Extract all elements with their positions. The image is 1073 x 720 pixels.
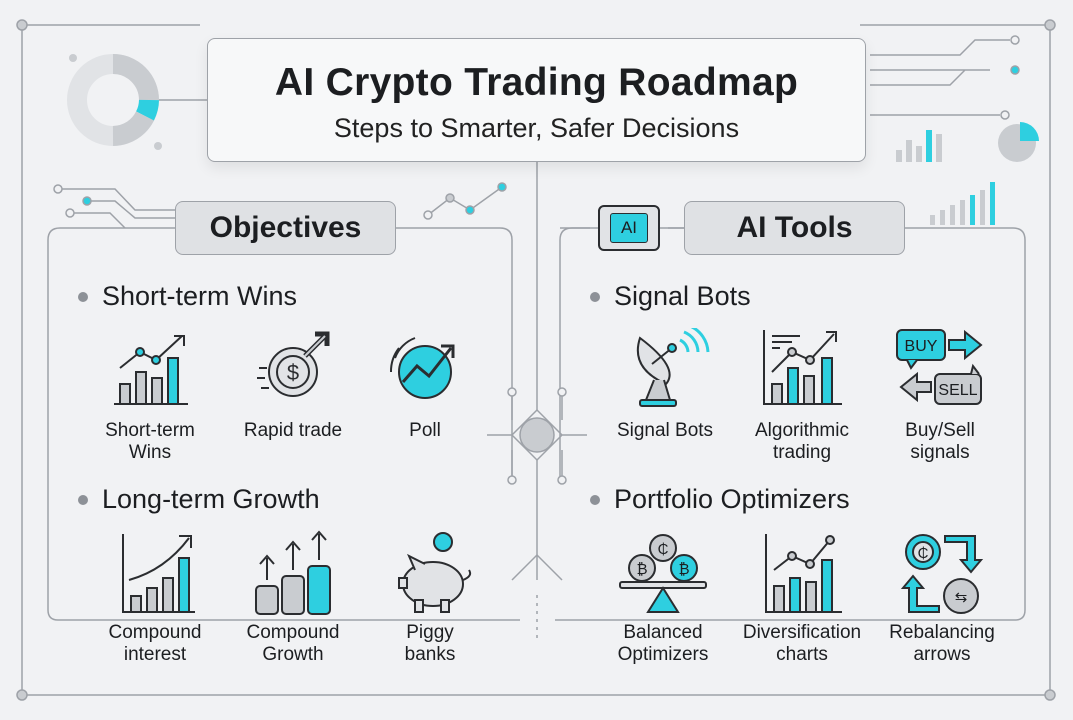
growth-chart-icon [122, 534, 195, 613]
objectives-pill: Objectives [175, 201, 396, 255]
svg-text:₿: ₿ [636, 561, 647, 578]
svg-text:₿: ₿ [678, 561, 689, 578]
item-rapid-trade: $ Rapid trade [228, 328, 358, 442]
ai-chip-icon: AI [598, 205, 660, 251]
svg-text:BUY: BUY [905, 338, 938, 355]
item-balanced-optimizers: ₵₿₿ Balanced Optimizers [598, 530, 728, 666]
heading-portfolio-optimizers: Portfolio Optimizers [590, 484, 850, 515]
piggy-bank-icon [398, 532, 472, 613]
svg-text:$: $ [287, 360, 299, 385]
heading-long-term-growth: Long-term Growth [78, 484, 320, 515]
ai-chip-label: AI [610, 213, 648, 243]
heading-short-term-wins: Short-term Wins [78, 281, 297, 312]
item-algorithmic-trading: Algorithmic trading [737, 328, 867, 464]
item-buy-sell-signals: BUY SELL Buy/Sell signals [875, 328, 1005, 464]
item-rebalancing-arrows: ₵ ⇆ Rebalancing arrows [877, 530, 1007, 666]
item-compound-interest: Compound interest [90, 530, 220, 666]
item-short-term-wins: Short-term Wins [85, 328, 215, 464]
page-title: AI Crypto Trading Roadmap [274, 61, 799, 104]
title-card: AI Crypto Trading Roadmap Steps to Smart… [207, 38, 866, 162]
diversification-chart-icon [765, 534, 842, 613]
item-diversification-charts: Diversification charts [737, 530, 867, 666]
item-signal-bots: Signal Bots [600, 328, 730, 442]
svg-text:⇆: ⇆ [955, 589, 968, 606]
svg-text:₵: ₵ [918, 545, 929, 562]
dollar-coin-arrow-icon: $ [257, 331, 330, 397]
item-poll: Poll [360, 328, 490, 442]
trend-circle-icon [389, 337, 455, 399]
ai-tools-pill: AI Tools [684, 201, 905, 255]
coin-stacks-icon [255, 530, 331, 615]
bar-chart-trend-icon [114, 335, 188, 405]
rebalance-arrows-icon: ₵ ⇆ [900, 534, 984, 614]
svg-text:SELL: SELL [938, 382, 977, 399]
buy-sell-icon: BUY SELL [896, 329, 983, 405]
page-subtitle: Steps to Smarter, Safer Decisions [333, 113, 740, 143]
algorithmic-chart-icon [763, 330, 842, 405]
bar-chart-decoration [896, 122, 1039, 225]
item-compound-growth: Compound Growth [228, 530, 358, 666]
svg-text:₵: ₵ [658, 541, 669, 558]
satellite-dish-icon [636, 328, 710, 407]
donut-chart-decoration [67, 54, 162, 150]
balance-scale-icon: ₵ ₿ ₿ [619, 534, 707, 613]
item-piggy-banks: Piggy banks [365, 530, 495, 666]
heading-signal-bots: Signal Bots [590, 281, 751, 312]
